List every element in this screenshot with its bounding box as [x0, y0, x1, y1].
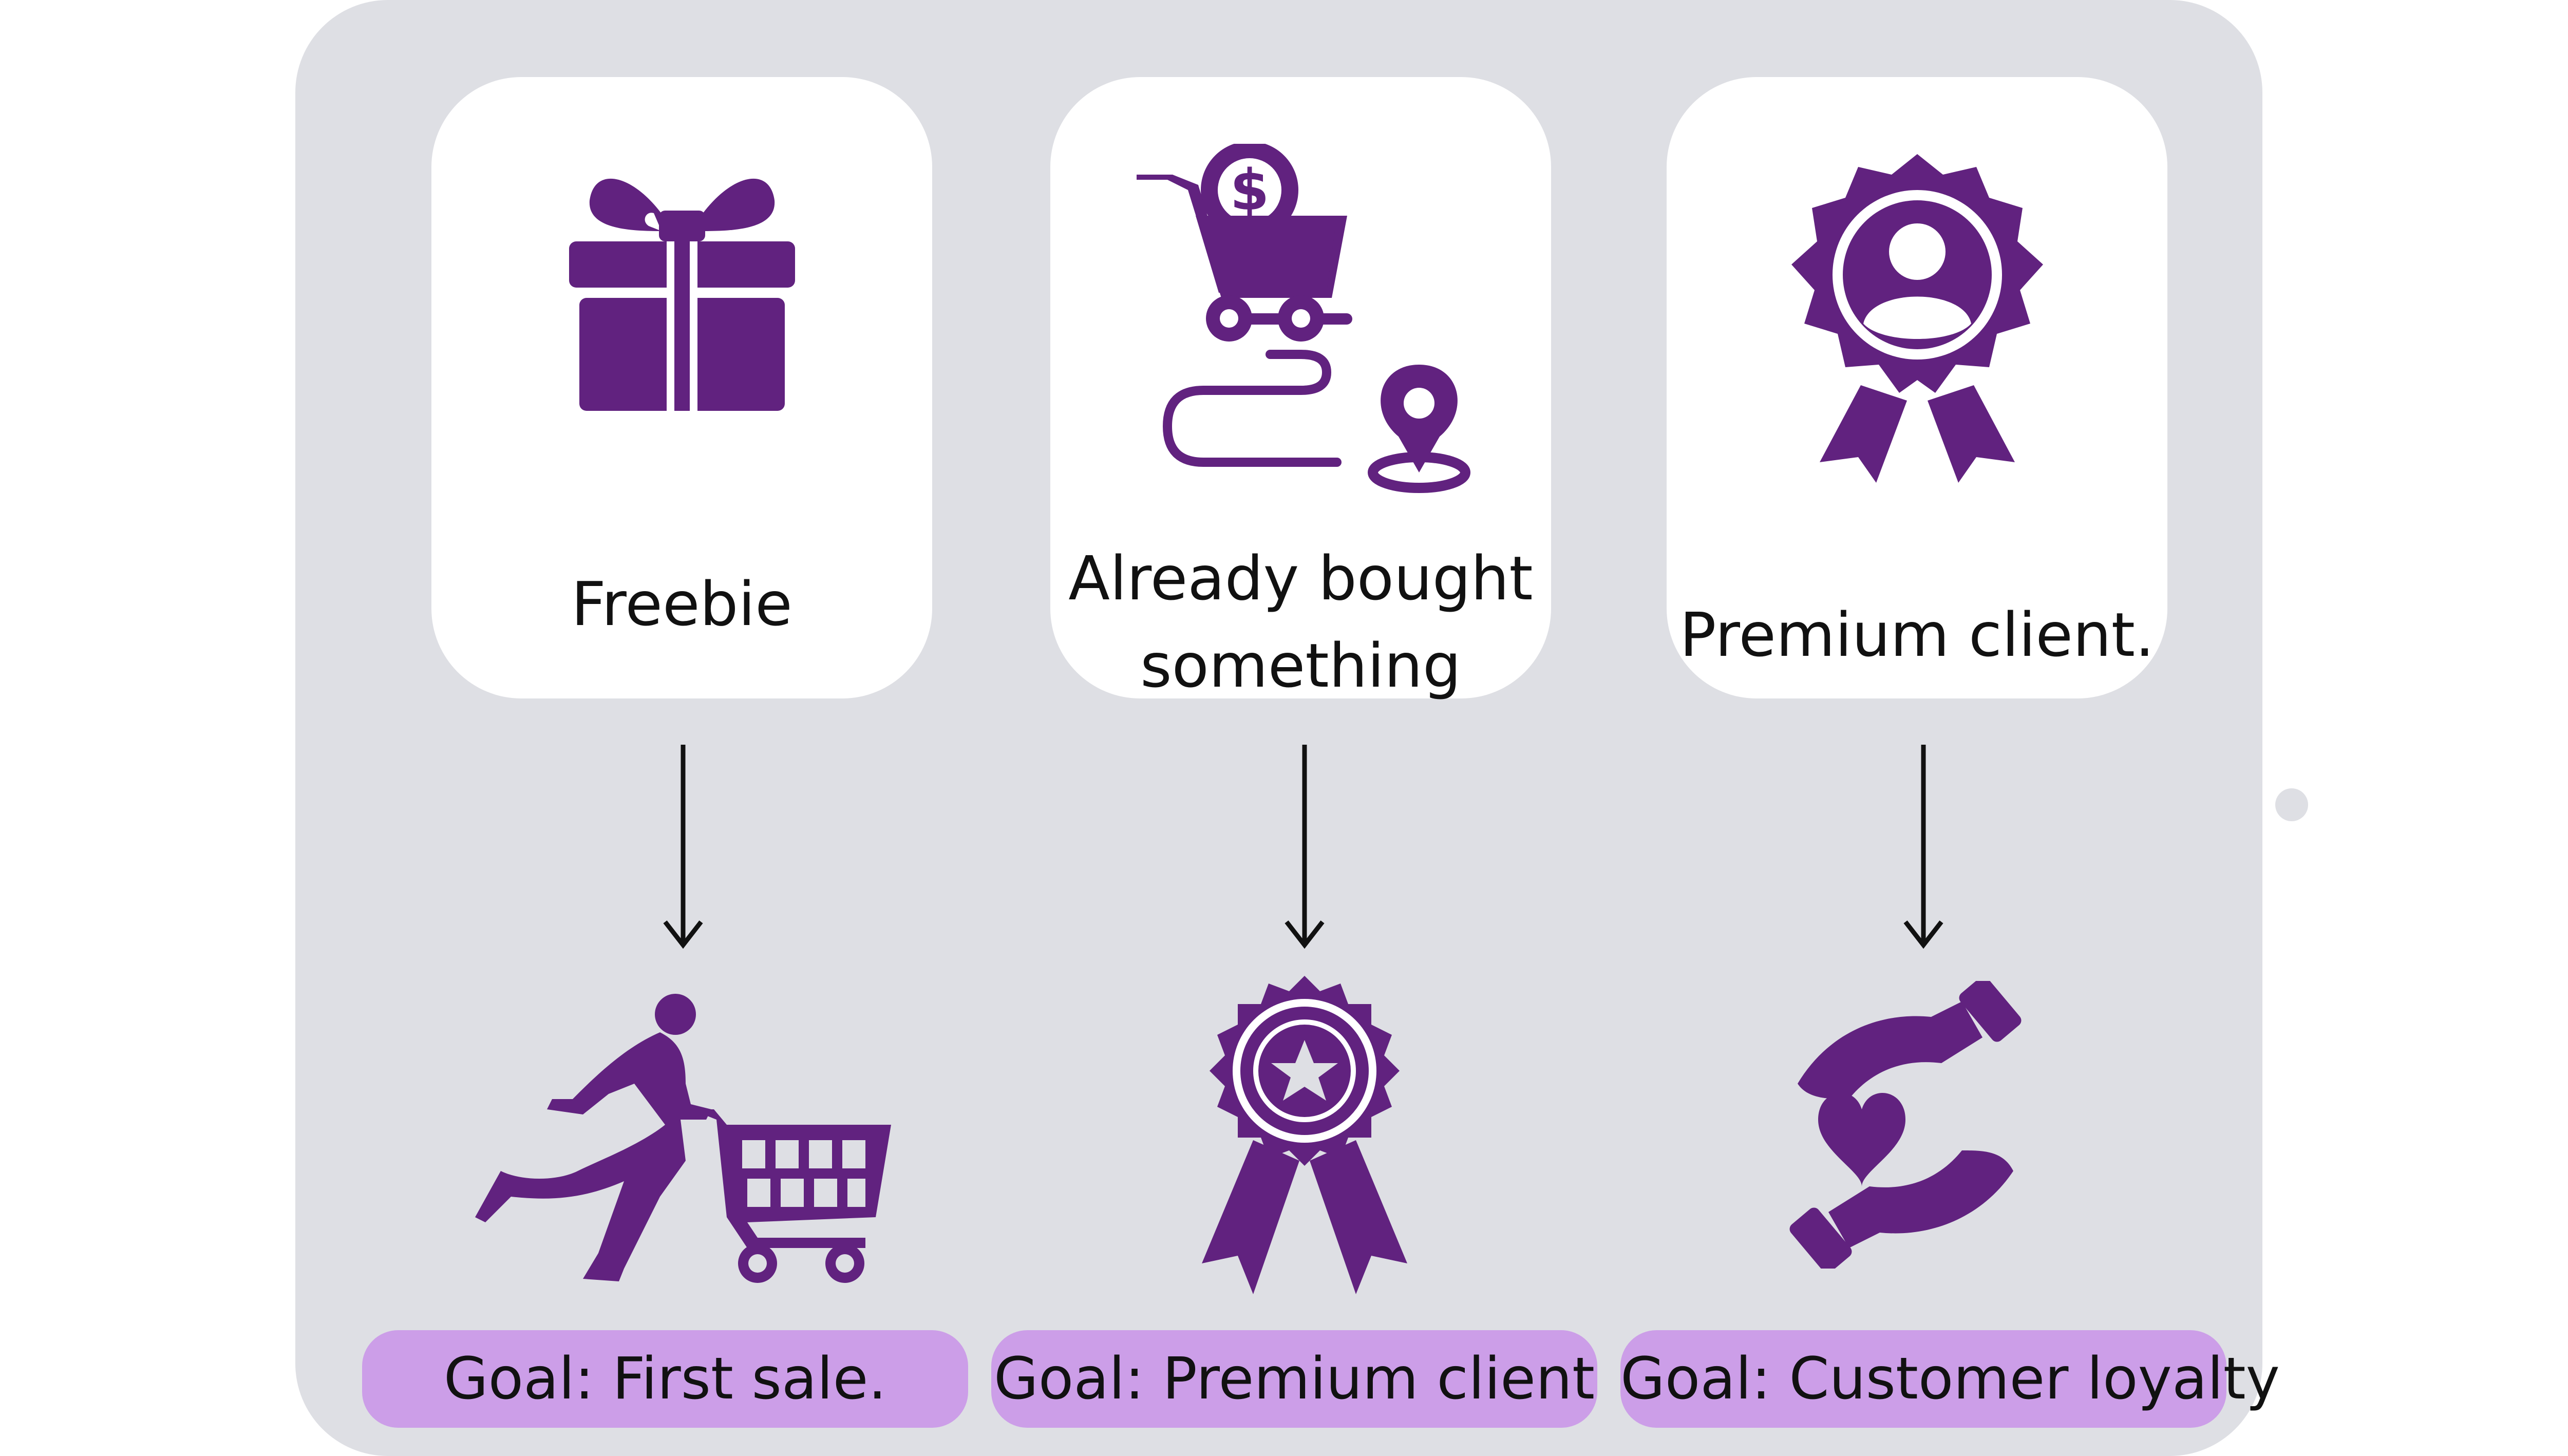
hands-heart-icon — [1789, 981, 2022, 1269]
svg-text:$: $ — [1230, 157, 1269, 223]
stage-card-already-bought: $ Already bought something — [1050, 77, 1551, 701]
arrow-down-icon — [1903, 745, 1943, 949]
stage-card-premium: Premium client. — [1667, 77, 2167, 698]
cart-journey-icon: $ — [1136, 144, 1470, 493]
stage-label: Freebie — [571, 569, 792, 639]
stage-label: Premium client. — [1679, 599, 2155, 670]
arrow-down-icon — [1285, 745, 1325, 949]
arrow-down-icon — [663, 745, 703, 949]
goal-pill-customer-loyalty: Goal: Customer loyalty — [1620, 1330, 2280, 1428]
gift-icon — [569, 178, 795, 411]
scroll-indicator — [2275, 788, 2308, 821]
stage-card-freebie: Freebie — [431, 77, 932, 698]
man-pushing-cart-icon — [475, 994, 891, 1283]
goal-pill-premium-client: Goal: Premium client — [991, 1330, 1597, 1428]
stage-label-line1: Already bought — [1068, 543, 1533, 614]
badge-person-icon — [1791, 154, 2043, 483]
panel-corner-tab — [2003, 0, 2219, 62]
star-ribbon-icon — [1202, 976, 1407, 1294]
stage-label-line2: something — [1140, 630, 1461, 701]
goal-pill-first-sale: Goal: First sale. — [362, 1330, 968, 1428]
